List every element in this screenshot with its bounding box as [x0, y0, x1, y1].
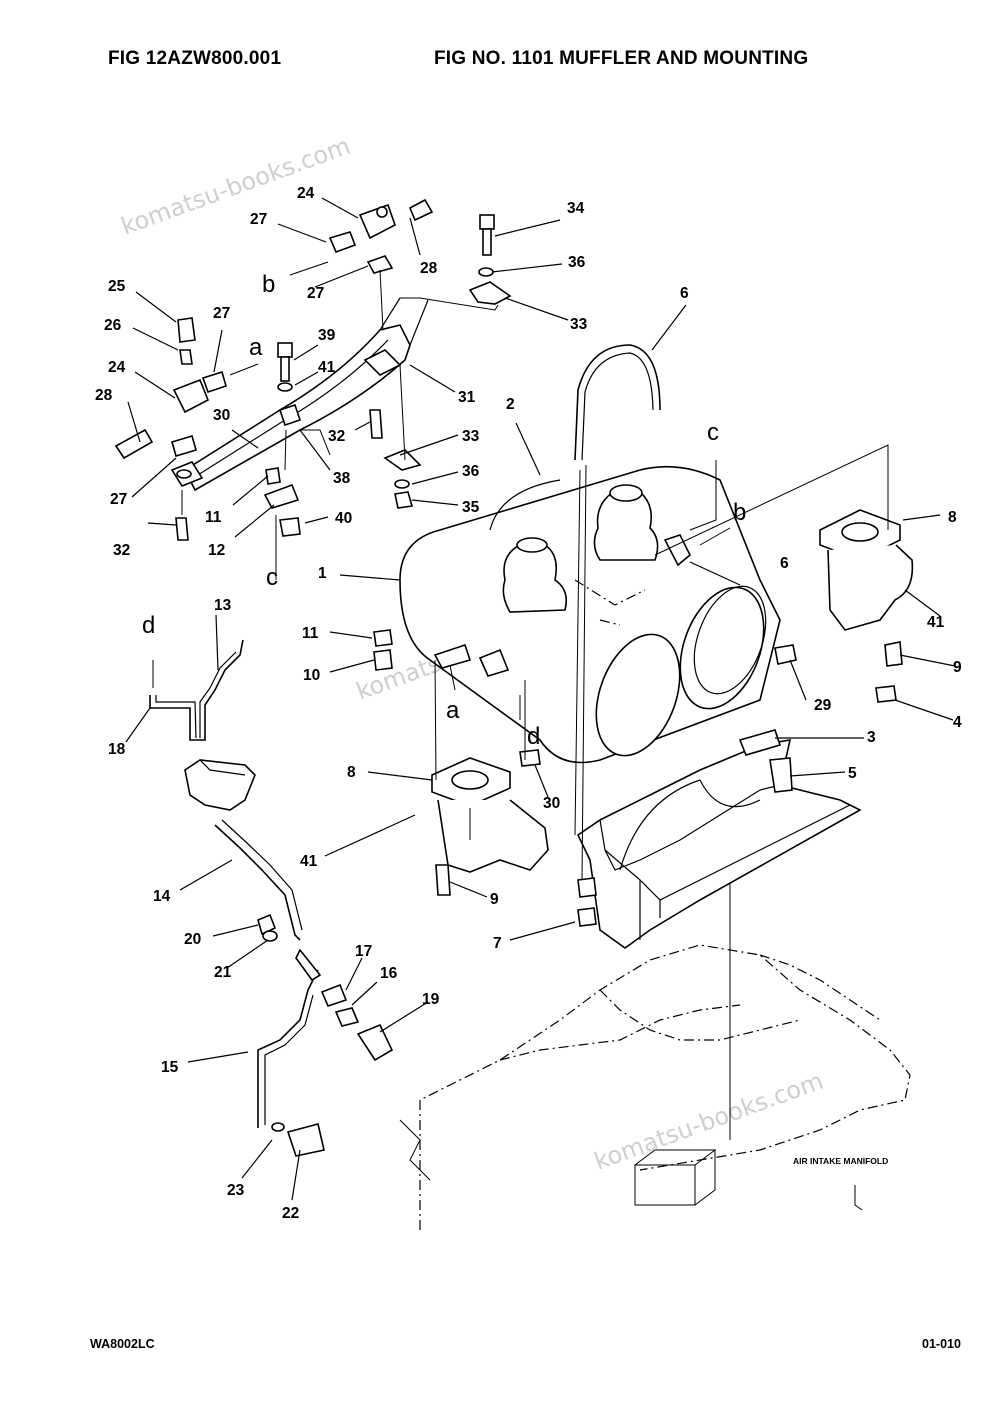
callout-22: 22 [282, 1205, 299, 1222]
ref-letter-b: b [733, 499, 746, 526]
callout-27: 27 [213, 305, 230, 322]
callout-9: 9 [953, 659, 962, 676]
callout-25: 25 [108, 278, 126, 295]
muffler [399, 465, 781, 764]
callout-28: 28 [420, 260, 438, 277]
callout-8: 8 [948, 509, 957, 526]
callout-33: 33 [570, 316, 588, 333]
callout-34: 34 [567, 200, 585, 217]
callout-1: 1 [318, 565, 327, 582]
callout-27: 27 [307, 285, 324, 302]
callout-16: 16 [380, 965, 398, 982]
callout-15: 15 [161, 1059, 179, 1076]
callout-35: 35 [462, 499, 480, 516]
drain-lines [149, 639, 394, 1157]
ref-letter-a: a [249, 334, 263, 361]
callout-37: 38 [333, 470, 351, 487]
callout-33: 33 [462, 428, 480, 445]
air-intake-manifold-label: AIR INTAKE MANIFOLD [793, 1156, 888, 1166]
ref-letter-b: b [262, 271, 275, 298]
ref-letter-c: c [266, 564, 278, 591]
callout-36: 36 [462, 463, 480, 480]
callout-27: 27 [110, 491, 127, 508]
callout-9: 9 [490, 891, 499, 908]
assembly-lines [181, 269, 889, 881]
callout-2: 2 [506, 396, 515, 413]
figure-title: FIG NO. 1101 MUFFLER AND MOUNTING [434, 48, 809, 69]
callout-26: 26 [104, 317, 122, 334]
callout-6: 6 [680, 285, 689, 302]
callout-10: 10 [303, 667, 320, 684]
elbow-left [431, 757, 549, 873]
callout-27: 27 [250, 211, 267, 228]
callout-41: 41 [927, 614, 945, 631]
watermark: komatsu-books.com [590, 1067, 827, 1176]
document-code: WA8002LC [90, 1337, 155, 1351]
page-number: 01-010 [922, 1337, 961, 1351]
watermark: komatsu-books.com [117, 132, 354, 241]
callout-19: 19 [422, 991, 440, 1008]
hardware [114, 198, 903, 927]
callout-20: 20 [184, 931, 201, 948]
callout-32: 32 [328, 428, 345, 445]
callout-8: 8 [347, 764, 356, 781]
ref-letter-c: c [707, 419, 719, 446]
callout-29: 29 [814, 697, 832, 714]
callout-30: 30 [213, 407, 230, 424]
callout-21: 21 [214, 964, 232, 981]
callout-29: 30 [543, 795, 560, 812]
callout-12: 12 [208, 542, 225, 559]
callout-32: 32 [113, 542, 130, 559]
callout-17: 17 [355, 943, 372, 960]
callout-36: 36 [568, 254, 586, 271]
callout-40: 41 [318, 359, 336, 376]
callout-18: 18 [108, 741, 126, 758]
callout-11: 11 [302, 625, 319, 642]
callout-41: 41 [300, 853, 318, 870]
callout-23: 23 [227, 1182, 245, 1199]
callout-5: 5 [848, 765, 857, 782]
callout-31: 31 [458, 389, 476, 406]
callout-6: 6 [780, 555, 789, 572]
callout-39: 40 [335, 510, 352, 527]
callout-24: 24 [297, 185, 315, 202]
callout-38: 39 [318, 327, 336, 344]
exhaust-pipe [170, 297, 499, 492]
callout-labels: 24 27 28 27 34 36 33 25 26 27 39 41 24 2… [95, 185, 962, 1222]
ref-letter-d: d [527, 723, 540, 750]
ref-letter-d: d [142, 612, 155, 639]
elbow-right [819, 509, 914, 631]
mounting-bracket [576, 739, 862, 949]
callout-7: 7 [493, 935, 502, 952]
ref-letter-a: a [446, 697, 460, 724]
callout-11: 11 [205, 509, 222, 526]
callout-28: 28 [95, 387, 113, 404]
callout-3: 3 [867, 729, 876, 746]
leader-lines [125, 197, 956, 1201]
callout-13: 13 [214, 597, 232, 614]
callout-4: 4 [953, 714, 962, 731]
callout-24: 24 [108, 359, 126, 376]
strap [574, 344, 661, 461]
reference-arrows [152, 261, 731, 720]
callout-14: 14 [153, 888, 171, 905]
engine-outline [399, 880, 911, 1230]
figure-code: FIG 12AZW800.001 [108, 48, 282, 69]
